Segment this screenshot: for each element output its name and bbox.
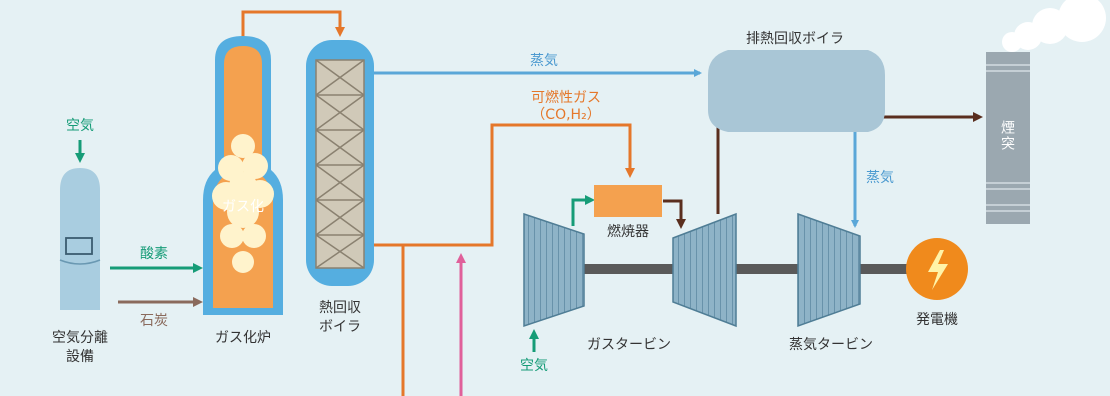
steam-turbine-label: 蒸気タービン: [789, 337, 873, 353]
compressor: [523, 212, 585, 328]
asu-label-line2: 設備: [66, 349, 94, 365]
coal-label: 石炭: [140, 313, 168, 329]
stack-label: 煙突: [999, 120, 1015, 152]
syngas-label-line2: （CO,H₂）: [531, 107, 601, 123]
gasification-label: ガス化: [222, 199, 264, 215]
generator-label: 発電機: [916, 312, 958, 328]
air-top-label: 空気: [66, 118, 94, 134]
air-bottom-label: 空気: [520, 358, 548, 374]
heat-recovery-boiler: [306, 40, 374, 286]
asu-label-line1: 空気分離: [52, 330, 108, 346]
steam-right-label: 蒸気: [866, 170, 894, 186]
smoke: [1002, 0, 1106, 52]
gas-turbine-label: ガスタービン: [587, 337, 671, 353]
turbine-shaft: [580, 264, 910, 274]
generator: [906, 238, 968, 300]
gasifier: [203, 36, 283, 315]
combustor-label: 燃焼器: [607, 224, 649, 240]
oxygen-label: 酸素: [140, 246, 168, 262]
steam-top-label: 蒸気: [530, 53, 558, 69]
hrb-label-line2: ボイラ: [319, 319, 361, 335]
air-to-combustor: [571, 195, 595, 226]
air-separation-unit: [59, 168, 101, 310]
steam-turbine: [797, 212, 861, 328]
stack: [986, 0, 1106, 224]
combustor-to-turbine: [663, 199, 686, 229]
hrb-label-line1: 熱回収: [319, 300, 361, 316]
heat-recovery-steam-generator: [708, 50, 885, 132]
syngas-label-line1: 可燃性ガス: [531, 90, 601, 106]
gasification-cloud: [212, 134, 274, 273]
hrsg-label: 排熱回収ボイラ: [746, 31, 844, 47]
gasifier-label: ガス化炉: [215, 330, 271, 346]
gas-turbine: [672, 212, 737, 328]
gas-line-top: [241, 10, 345, 48]
lightning-bolt-icon: [928, 250, 948, 290]
combustor: [594, 185, 662, 217]
syngas-line: [372, 123, 635, 396]
